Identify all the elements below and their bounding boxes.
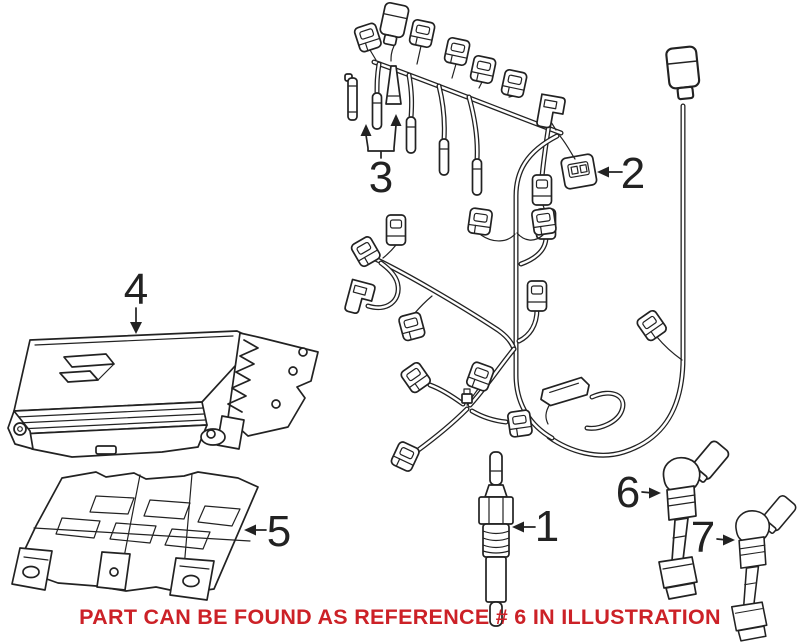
callout-2-label: 2: [621, 149, 645, 198]
connector-plug: [634, 308, 669, 343]
connector-plug: [531, 174, 553, 206]
callout-3-arrowhead: [390, 114, 402, 126]
callout-2: 2: [597, 149, 645, 198]
callout-5: 5: [244, 507, 291, 556]
callout-7-label: 7: [691, 513, 715, 562]
right-cable-assembly: [537, 44, 702, 458]
mounting-bracket: [11, 471, 259, 601]
connector-plug: [466, 206, 494, 237]
callout-2-arrowhead: [597, 166, 609, 178]
wire-boot: [471, 158, 483, 196]
callout-1-arrowhead: [512, 521, 524, 533]
connector-plug: [398, 360, 433, 395]
callout-3-bracket: [365, 124, 397, 159]
connector-flat: [537, 375, 593, 409]
callout-1-label: 1: [535, 502, 559, 551]
callout-5-arrowhead: [244, 524, 256, 536]
connector-plug: [343, 278, 377, 318]
connector-plug: [442, 36, 472, 67]
connector-plug: [376, 1, 411, 48]
callout-3: 3: [360, 114, 402, 202]
callout-7: 7: [691, 513, 735, 562]
callout-4-label: 4: [124, 265, 148, 314]
retaining-clip-and-sleeve: [344, 65, 402, 121]
control-module: [7, 330, 319, 458]
callout-4-arrowhead: [130, 322, 142, 334]
connector-plug: [664, 44, 702, 102]
wire-boot: [405, 116, 417, 154]
callout-3-label: 3: [369, 153, 393, 202]
connector-plug: [385, 214, 407, 246]
wire-boot: [371, 92, 383, 130]
connector-plug: [535, 93, 567, 131]
connector-plug: [349, 234, 383, 269]
callout-4: 4: [124, 265, 148, 334]
connector-plug: [506, 408, 534, 439]
connector-plug: [389, 439, 422, 474]
connector-plug: [499, 68, 529, 99]
callout-6: 6: [616, 468, 661, 517]
connector-plug: [464, 360, 496, 393]
connector-plug: [397, 310, 427, 343]
callout-7-arrowhead: [723, 534, 735, 546]
connector-item-2: [560, 153, 598, 190]
callout-5-label: 5: [267, 507, 291, 556]
glow-plug: [478, 451, 514, 627]
connector-plug: [468, 54, 498, 85]
callout-6-arrowhead: [649, 487, 661, 499]
callout-6-label: 6: [616, 468, 640, 517]
connector-plug: [352, 21, 384, 54]
harness-junction: [461, 388, 473, 404]
connector-plug: [407, 18, 437, 49]
reference-caption: PART CAN BE FOUND AS REFERENCE # 6 IN IL…: [79, 605, 721, 629]
wire-boot: [438, 138, 450, 176]
connector-plug: [526, 280, 548, 312]
connector-plug: [530, 206, 558, 237]
callout-1: 1: [512, 502, 559, 551]
wiring-harness-mid: [343, 133, 560, 474]
callout-3-arrowhead: [360, 124, 372, 136]
